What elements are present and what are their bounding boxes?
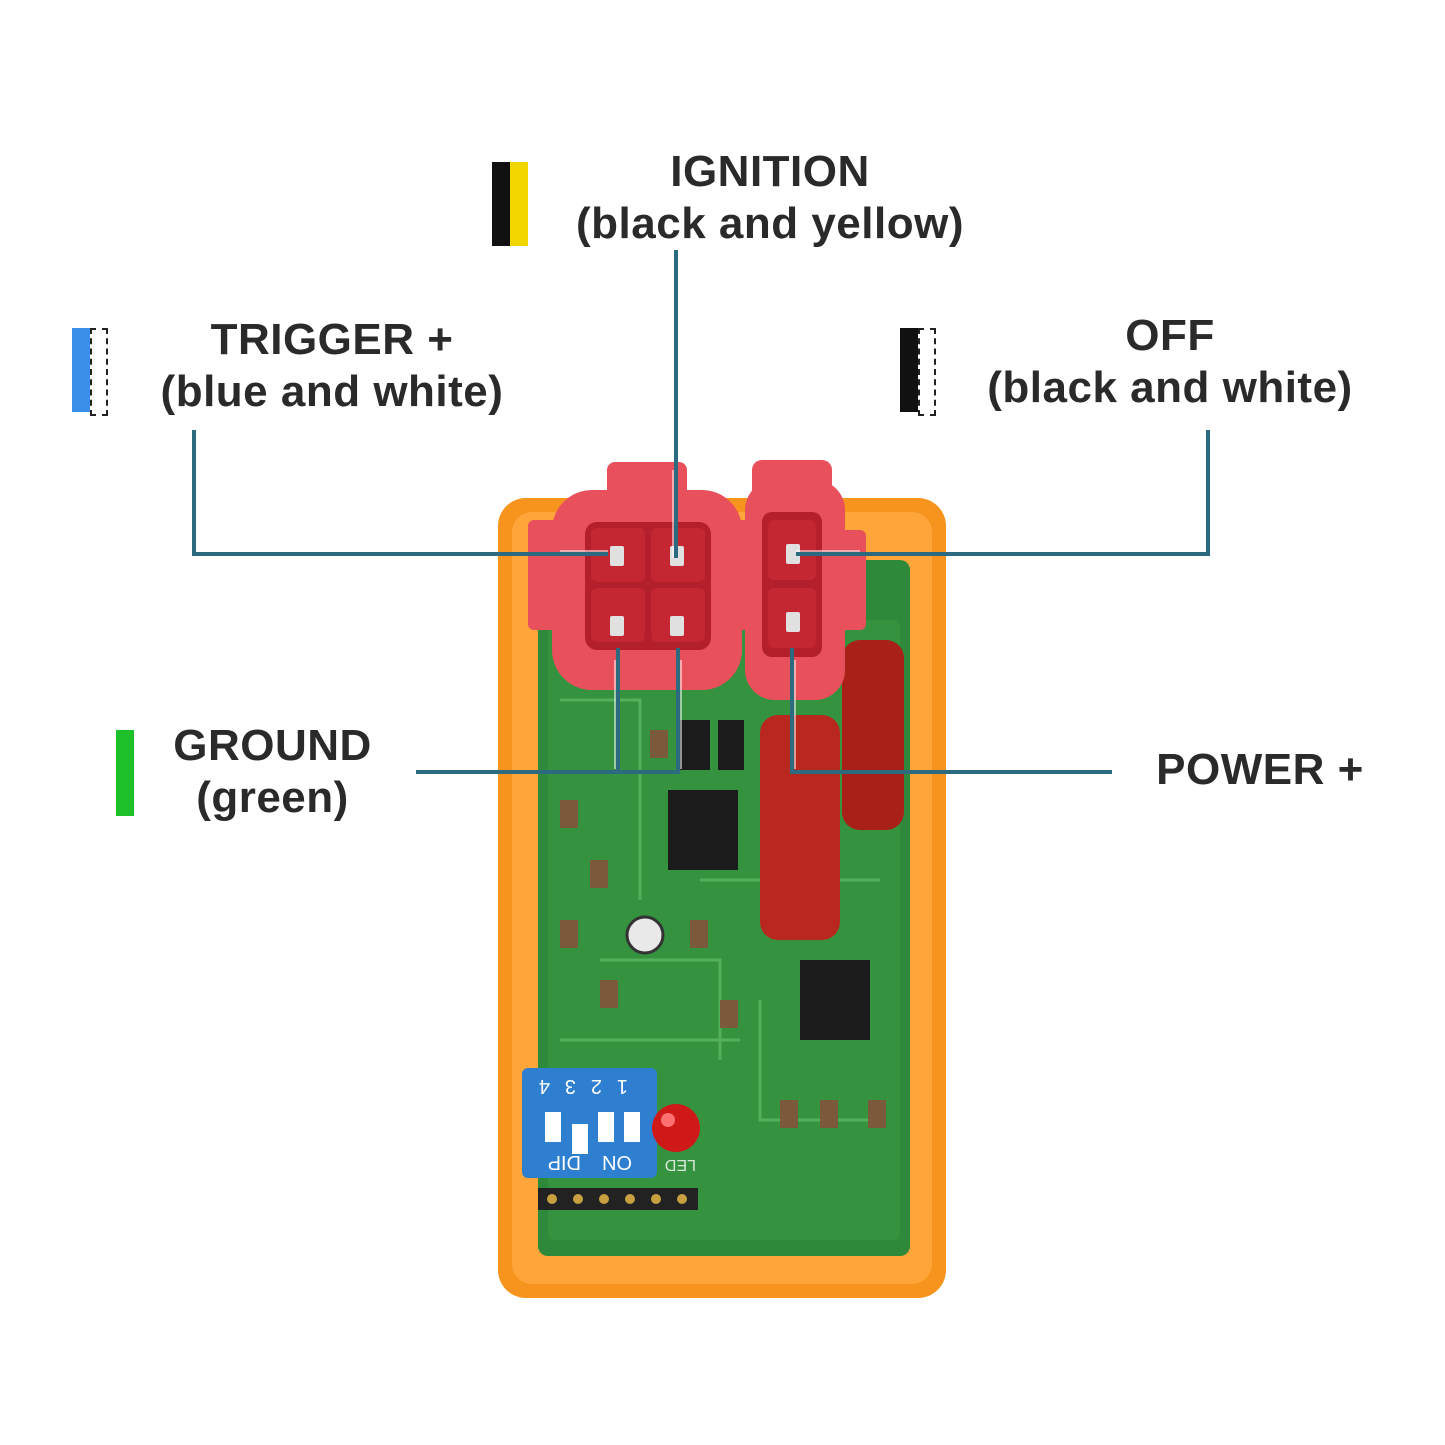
ground-color-swatch (116, 730, 134, 816)
trigger-title: TRIGGER + (210, 315, 454, 364)
ignition-swatch-black (492, 162, 510, 246)
off-label: OFF (black and white) (950, 310, 1390, 414)
off-swatch-black (900, 328, 918, 412)
trigger-color-swatch (72, 328, 108, 416)
led-label: LED (665, 1156, 696, 1173)
four-pin-connector (528, 462, 750, 690)
off-title: OFF (1125, 311, 1215, 360)
off-color-swatch (900, 328, 936, 416)
on-label: ON (602, 1151, 632, 1173)
power-title: POWER + (1156, 745, 1364, 794)
ground-label: GROUND (green) (150, 720, 395, 824)
dip-number-1: 1 (617, 1075, 628, 1097)
off-subtitle: (black and white) (987, 363, 1353, 412)
trigger-swatch-white (90, 328, 108, 416)
power-label: POWER + (1130, 744, 1390, 796)
power-leader-line (790, 648, 1112, 774)
ignition-subtitle: (black and yellow) (576, 199, 964, 248)
ignition-color-swatch (492, 162, 528, 246)
dip-number-2: 2 (591, 1075, 602, 1097)
ground-swatch-green (116, 730, 134, 816)
leader-lines (192, 250, 1210, 774)
ground-title: GROUND (173, 721, 372, 770)
ignition-swatch-yellow (510, 162, 528, 246)
dip-label: DIP (548, 1151, 581, 1173)
trigger-subtitle: (blue and white) (160, 367, 504, 416)
ground-leader-line (416, 648, 680, 774)
trigger-leader-line (192, 430, 608, 556)
led: LED (652, 1104, 700, 1173)
trigger-label: TRIGGER + (blue and white) (122, 314, 542, 418)
dip-number-4: 4 (539, 1075, 550, 1097)
ground-subtitle: (green) (196, 773, 349, 822)
ignition-title: IGNITION (670, 147, 870, 196)
dip-number-3: 3 (565, 1075, 576, 1097)
off-leader-line (796, 430, 1210, 556)
trigger-swatch-blue (72, 328, 90, 412)
ignition-label: IGNITION (black and yellow) (540, 146, 1000, 250)
off-swatch-white (918, 328, 936, 416)
dip-switch: 1 2 3 4 DIP ON (522, 1068, 657, 1178)
